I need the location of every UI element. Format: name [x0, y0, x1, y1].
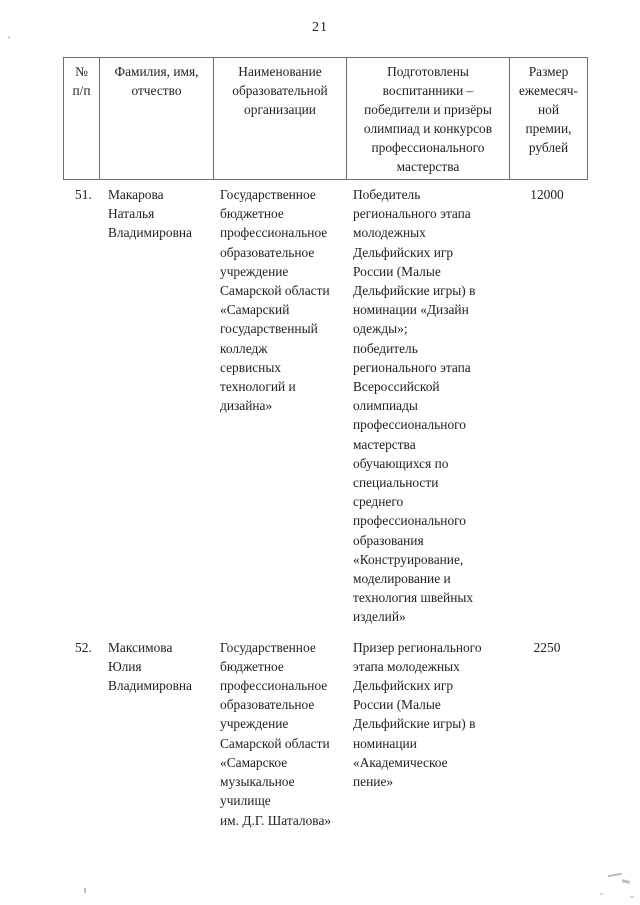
- scan-artifact: [621, 879, 631, 884]
- achievement-text: Призер регионального этапа молодежных Де…: [353, 639, 482, 790]
- table-row: 51. Макарова Наталья Владимировна Госуда…: [63, 185, 588, 627]
- row-number: 51.: [75, 187, 92, 202]
- col-header-organization: Наименование образовательной организации: [213, 58, 346, 179]
- col-header-fullname: Фамилия, имя, отчество: [99, 58, 213, 179]
- premium-amount: 12000: [530, 187, 564, 202]
- row-number: 52.: [75, 639, 92, 655]
- col-header-premium: Размер ежемесяч- ной премии, рублей: [509, 58, 587, 179]
- scan-artifact: [8, 36, 10, 39]
- organization-name: Государственное бюджетное профессиональн…: [220, 639, 332, 828]
- person-name: Максимова Юлия Владимировна: [108, 639, 192, 694]
- premium-amount: 2250: [533, 639, 561, 655]
- scan-artifact: [600, 893, 603, 895]
- scan-artifact: [607, 872, 623, 878]
- person-name: Макарова Наталья Владимировна: [108, 187, 192, 241]
- scan-artifact: [630, 896, 634, 898]
- page-number: 21: [312, 20, 328, 35]
- organization-name: Государственное бюджетное профессиональн…: [220, 187, 330, 414]
- scan-artifact: [84, 888, 86, 893]
- table-header-row: № п/п Фамилия, имя, отчество Наименовани…: [63, 57, 588, 180]
- col-header-num: № п/п: [72, 64, 91, 98]
- table-body: 51. Макарова Наталья Владимировна Госуда…: [63, 185, 588, 830]
- achievement-text: Победитель регионального этапа молодежны…: [353, 187, 476, 625]
- col-header-achievements: Подготовлены воспитанники – победители и…: [346, 58, 509, 179]
- awards-table: № п/п Фамилия, имя, отчество Наименовани…: [63, 57, 588, 830]
- table-row: 52. Максимова Юлия Владимировна Государс…: [63, 638, 588, 830]
